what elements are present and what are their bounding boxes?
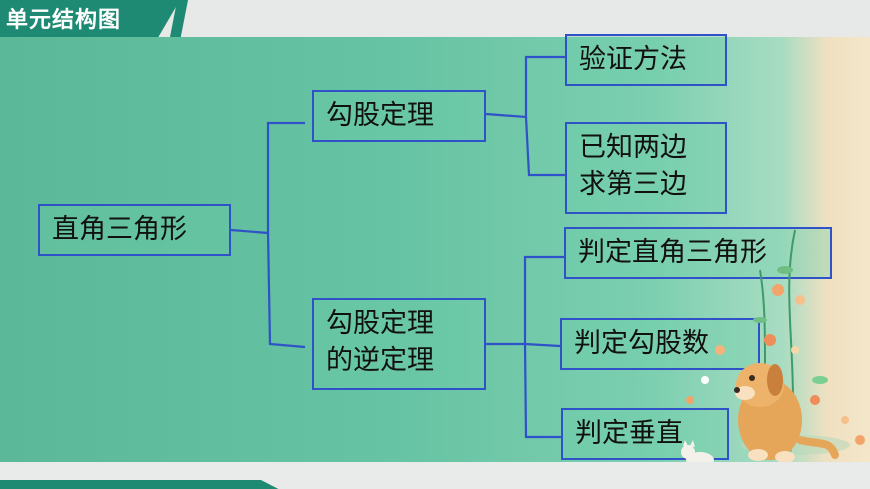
leaf-node-label: 判定勾股数 (574, 328, 709, 359)
connector-root-to-branch-2 (266, 232, 306, 349)
leaf-node-label-line-2: 求第三边 (579, 169, 687, 200)
leaf-node-label: 判定垂直 (575, 418, 683, 449)
connector-root-to-branches (230, 121, 305, 235)
connector-branch1-children (485, 55, 565, 119)
branch-node-label-line-1: 勾股定理 (326, 308, 434, 339)
root-node: 直角三角形 (38, 204, 231, 256)
leaf-node-label: 判定直角三角形 (578, 237, 767, 268)
title-tab (0, 0, 180, 37)
footer-accent-stripe (0, 480, 279, 489)
branch-node-label: 勾股定理 (326, 100, 434, 131)
connector-branch2-to-child3 (523, 343, 561, 439)
connector-branch2-children (486, 255, 564, 346)
leaf-node-find-third-side: 已知两边 求第三边 (565, 122, 727, 214)
connector-branch2-to-child2 (524, 342, 561, 348)
chalkboard-background (0, 37, 870, 462)
branch-node-pythagorean-theorem: 勾股定理 (312, 90, 486, 142)
connector-branch1-to-child2 (524, 116, 565, 177)
branch-node-converse-theorem: 勾股定理 的逆定理 (312, 298, 486, 390)
leaf-node-label-line-1: 已知两边 (579, 132, 687, 163)
leaf-node-perpendicular-test: 判定垂直 (561, 408, 729, 460)
branch-node-label-line-2: 的逆定理 (326, 345, 434, 376)
leaf-node-pythagorean-triple-test: 判定勾股数 (560, 318, 760, 370)
root-node-label: 直角三角形 (52, 214, 187, 245)
leaf-node-label: 验证方法 (579, 44, 687, 75)
leaf-node-verification-method: 验证方法 (565, 34, 727, 86)
leaf-node-right-triangle-test: 判定直角三角形 (564, 227, 832, 279)
section-title: 单元结构图 (6, 8, 122, 33)
